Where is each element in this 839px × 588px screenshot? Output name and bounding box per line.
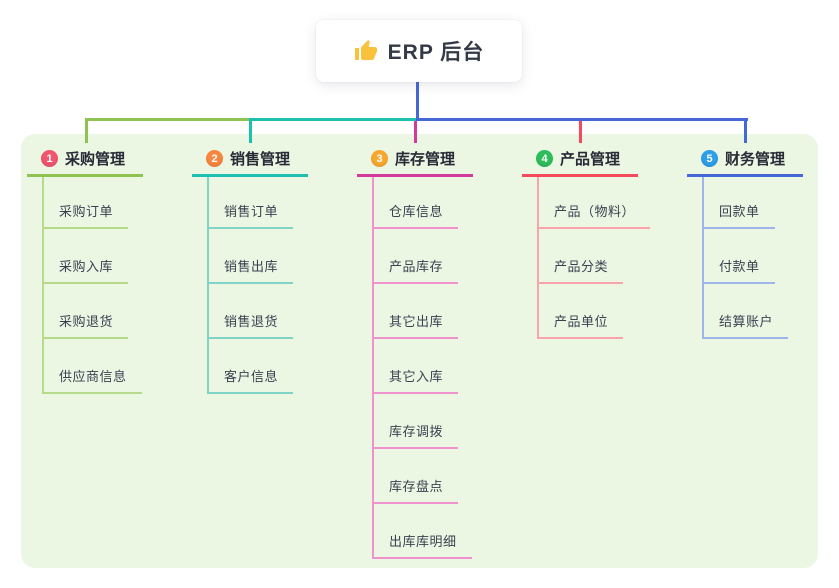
child-connector: 回款单 [702,177,837,229]
child-connector: 产品单位 [537,284,672,339]
child-connector: 结算账户 [702,284,837,339]
connector-drop-product [579,118,582,143]
root-node[interactable]: ERP 后台 [316,20,522,82]
branch-header-product[interactable]: 4 产品管理 [522,143,638,177]
child-connector: 采购订单 [42,177,177,229]
child-connector: 产品库存 [372,229,507,284]
branch-label: 销售管理 [230,151,291,168]
child-node[interactable]: 结算账户 [704,311,789,339]
branch-inventory: 3 库存管理 仓库信息 产品库存 其它出库 其它入库 库存调拨 库存盘点 出库库… [357,143,507,559]
child-node[interactable]: 产品分类 [539,256,624,284]
mindmap-panel [21,134,818,568]
thumbs-up-icon [354,39,378,63]
child-connector: 产品分类 [537,229,672,284]
branch-number-badge: 2 [206,150,223,167]
connector-trunk-sales [249,118,419,121]
branch-purchase: 1 采购管理 采购订单 采购入库 采购退货 供应商信息 [27,143,177,394]
branch-product: 4 产品管理 产品（物料） 产品分类 产品单位 [522,143,672,339]
child-connector: 采购退货 [42,284,177,339]
branch-children: 仓库信息 产品库存 其它出库 其它入库 库存调拨 库存盘点 出库库明细 [372,177,507,559]
child-connector: 其它出库 [372,284,507,339]
child-connector: 销售退货 [207,284,342,339]
child-node[interactable]: 销售出库 [209,256,294,284]
child-node[interactable]: 出库库明细 [374,531,472,559]
child-node[interactable]: 回款单 [704,201,775,229]
branch-children: 采购订单 采购入库 采购退货 供应商信息 [42,177,177,394]
child-node[interactable]: 其它入库 [374,366,459,394]
child-node[interactable]: 其它出库 [374,311,459,339]
child-connector: 产品（物料） [537,177,672,229]
child-connector: 客户信息 [207,339,342,394]
child-connector: 销售订单 [207,177,342,229]
branch-children: 销售订单 销售出库 销售退货 客户信息 [207,177,342,394]
branch-header-sales[interactable]: 2 销售管理 [192,143,308,177]
root-node-label: ERP 后台 [387,41,485,64]
branch-number-badge: 5 [701,150,718,167]
connector-drop-sales [249,118,252,143]
branch-header-inventory[interactable]: 3 库存管理 [357,143,473,177]
child-connector: 采购入库 [42,229,177,284]
child-node[interactable]: 付款单 [704,256,775,284]
child-connector: 库存调拨 [372,394,507,449]
branch-header-finance[interactable]: 5 财务管理 [687,143,803,177]
child-connector: 库存盘点 [372,449,507,504]
connector-drop-inventory [414,118,417,143]
child-node[interactable]: 采购退货 [44,311,129,339]
child-node[interactable]: 采购入库 [44,256,129,284]
child-connector: 销售出库 [207,229,342,284]
connector-trunk-finance [416,118,748,121]
child-node[interactable]: 供应商信息 [44,366,142,394]
connector-root-vertical [416,82,419,121]
child-node[interactable]: 产品库存 [374,256,459,284]
child-connector: 供应商信息 [42,339,177,394]
child-node[interactable]: 销售退货 [209,311,294,339]
child-node[interactable]: 仓库信息 [374,201,459,229]
connector-drop-finance [744,118,747,143]
child-connector: 出库库明细 [372,504,507,559]
branch-label: 财务管理 [725,151,786,168]
child-node[interactable]: 客户信息 [209,366,294,394]
child-node[interactable]: 库存盘点 [374,476,459,504]
child-connector: 其它入库 [372,339,507,394]
branch-finance: 5 财务管理 回款单 付款单 结算账户 [687,143,837,339]
child-node[interactable]: 销售订单 [209,201,294,229]
child-connector: 仓库信息 [372,177,507,229]
branch-number-badge: 4 [536,150,553,167]
child-connector: 付款单 [702,229,837,284]
branch-children: 产品（物料） 产品分类 产品单位 [537,177,672,339]
branch-children: 回款单 付款单 结算账户 [702,177,837,339]
child-node[interactable]: 采购订单 [44,201,129,229]
child-node[interactable]: 产品（物料） [539,201,651,229]
branch-label: 采购管理 [65,151,126,168]
branch-sales: 2 销售管理 销售订单 销售出库 销售退货 客户信息 [192,143,342,394]
branch-number-badge: 3 [371,150,388,167]
connector-trunk-purchase [85,118,251,121]
connector-drop-purchase [85,118,88,143]
child-node[interactable]: 库存调拨 [374,421,459,449]
child-node[interactable]: 产品单位 [539,311,624,339]
branch-label: 库存管理 [395,151,456,168]
branch-number-badge: 1 [41,150,58,167]
branch-label: 产品管理 [560,151,621,168]
branch-header-purchase[interactable]: 1 采购管理 [27,143,143,177]
